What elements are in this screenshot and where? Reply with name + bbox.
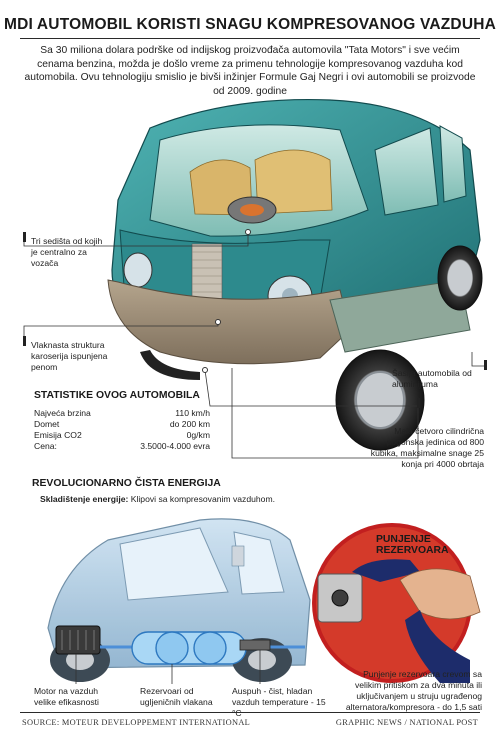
- seats-callout: Tri sedišta od kojih je centralno za voz…: [31, 236, 103, 268]
- energy-storage-text: Klipovi sa kompresovanim vazduhom.: [128, 494, 275, 504]
- energy-storage-label: Skladištenje energije:: [40, 494, 129, 504]
- tanks-label: Rezervoari od ugljeničnih vlakana: [140, 686, 213, 707]
- title-rule: [20, 38, 480, 39]
- stat-label: Cena:: [34, 441, 57, 451]
- fibre-bar: [23, 336, 26, 346]
- refuel-heading: PUNJENJE REZERVOARA: [376, 534, 449, 556]
- stat-value: 0g/km: [186, 430, 210, 440]
- stat-value: 3.5000-4.000 evra: [140, 441, 210, 451]
- stats-heading: STATISTIKE OVOG AUTOMOBILA: [34, 390, 200, 401]
- seats-bar: [23, 232, 26, 242]
- stat-value: do 200 km: [169, 419, 210, 429]
- stat-label: Domet: [34, 419, 60, 429]
- stat-label: Najveća brzina: [34, 408, 91, 418]
- source-line: SOURCE: MOTEUR DEVELOPPEMENT INTERNATION…: [22, 718, 251, 727]
- stat-label: Emisija CO2: [34, 430, 82, 440]
- energy-heading: REVOLUCIONARNO ČISTA ENERGIJA: [32, 478, 221, 489]
- fibre-marker: [215, 319, 221, 325]
- page-title: MDI AUTOMOBIL KORISTI SNAGU KOMPRESOVANO…: [3, 16, 497, 33]
- stat-value: 110 km/h: [175, 408, 210, 418]
- chassis-bar: [484, 360, 487, 370]
- seats-marker: [245, 229, 251, 235]
- engine-callout: Mala četvoro cilindrična pogonska jedini…: [370, 426, 484, 469]
- credit-line: GRAPHIC NEWS / NATIONAL POST: [335, 718, 478, 727]
- chassis-callout: Šasija automobila od aluminijuma: [392, 368, 472, 389]
- footer-rule: [20, 712, 480, 713]
- energy-storage-line: Skladištenje energije: Klipovi sa kompre…: [40, 494, 340, 505]
- refuel-text: Punjenje rezervoara crevom sa velikim pr…: [345, 669, 482, 712]
- fibre-callout: Vlaknasta struktura karoserija ispunjena…: [31, 340, 108, 372]
- engine-marker: [202, 367, 208, 373]
- intro-text: Sa 30 miliona dolara podrške od indijsko…: [24, 45, 476, 97]
- exhaust-label: Auspuh - čist, hladan vazduh temperature…: [232, 686, 326, 718]
- engine-bar: [417, 398, 420, 408]
- motor-label: Motor na vazduh velike efikasnosti: [34, 686, 99, 707]
